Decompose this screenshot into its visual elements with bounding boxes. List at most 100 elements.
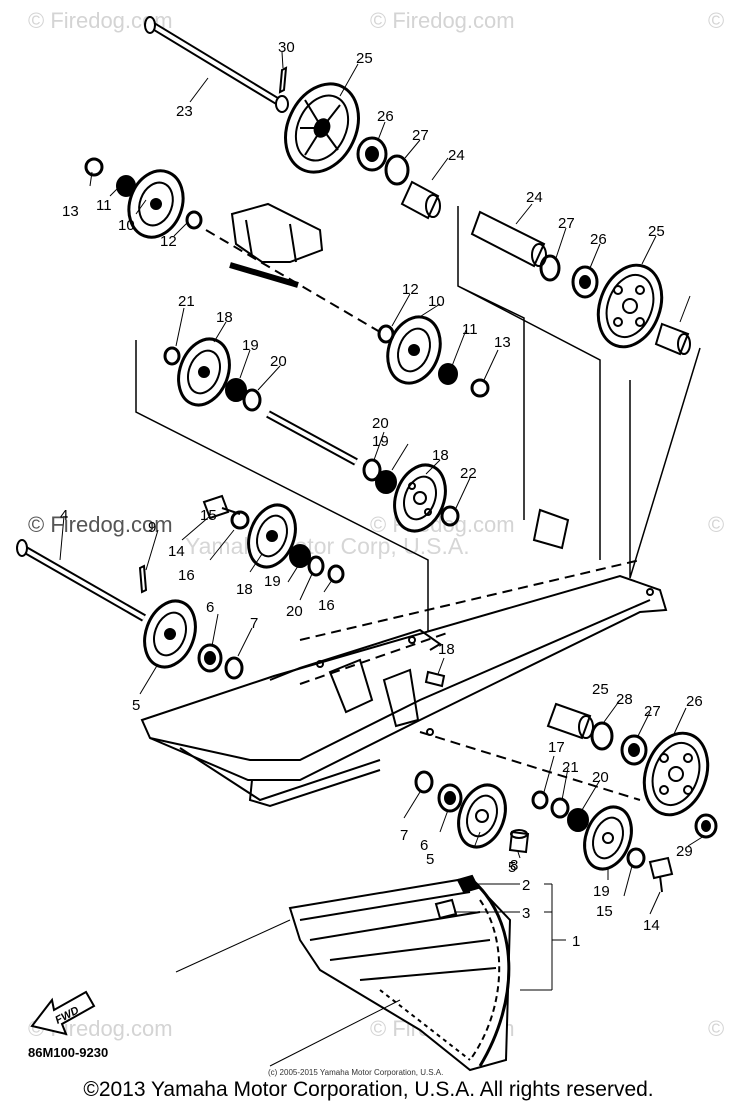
callout-5: 5 <box>508 859 516 876</box>
ring-27-top <box>384 154 410 186</box>
leader-lines <box>59 51 705 991</box>
callout-29: 29 <box>676 843 693 860</box>
washer-15-upper <box>230 510 250 530</box>
watermark: © <box>708 1016 725 1041</box>
callout-13: 13 <box>62 203 79 220</box>
callout-10: 10 <box>428 293 445 310</box>
watermark-yamaha: Yamaha Motor Corp, U.S.A. <box>185 533 470 559</box>
callout-20: 20 <box>286 603 303 620</box>
callout-1: 1 <box>572 933 580 950</box>
callout-13: 13 <box>494 334 511 351</box>
callout-12: 12 <box>160 233 177 250</box>
washer-15-lower <box>626 847 646 869</box>
slide-rail-frame <box>140 508 668 808</box>
watermark: © <box>708 8 725 33</box>
callout-26: 26 <box>590 231 607 248</box>
callout-18: 18 <box>432 447 449 464</box>
callout-11: 11 <box>462 321 478 338</box>
callout-5: 5 <box>426 851 434 868</box>
callout-17: 17 <box>548 739 565 756</box>
bearing-11-right <box>438 363 458 385</box>
shaft-22 <box>144 16 289 113</box>
bearing-26-top <box>356 136 388 172</box>
callout-25: 25 <box>648 223 665 240</box>
assembly-bracket-upper <box>457 206 701 579</box>
callout-16: 16 <box>178 567 195 584</box>
track-belt <box>175 876 512 1072</box>
bearing-19-upper <box>225 378 247 402</box>
ring-7-lower <box>414 770 434 794</box>
callout-15: 15 <box>200 507 217 524</box>
clip-3 <box>434 898 458 920</box>
nut-13-left <box>84 157 104 177</box>
watermark: © Firedog.com <box>370 8 515 33</box>
callout-7: 7 <box>400 827 408 844</box>
callout-27: 27 <box>412 127 429 144</box>
callout-8: 8 <box>510 857 518 874</box>
ring-12-left <box>185 210 203 230</box>
inner-shaft <box>266 410 358 466</box>
callout-19: 19 <box>593 883 610 900</box>
bearing-6-lower <box>437 783 463 813</box>
callout-18: 18 <box>438 641 455 658</box>
bearing-6-left <box>197 643 223 673</box>
wheel-18-upper-left <box>177 337 231 407</box>
watermark: © <box>708 512 725 537</box>
wheel-5-left <box>143 599 197 669</box>
callout-9: 9 <box>148 519 156 536</box>
wheel-10-left <box>127 169 185 239</box>
bolt-14-lower <box>648 856 674 893</box>
collar-28 <box>694 813 718 839</box>
bearing-26-lower <box>620 734 648 766</box>
callout-22: 22 <box>460 465 477 482</box>
callout-6: 6 <box>420 837 428 854</box>
callout-5: 5 <box>132 697 140 714</box>
callout-14: 14 <box>643 917 660 934</box>
callout-25: 25 <box>592 681 609 698</box>
callout-12: 12 <box>402 281 419 298</box>
collar-23 <box>470 210 547 268</box>
ring-20-lower <box>362 458 382 482</box>
callout-20: 20 <box>372 415 389 432</box>
footer-copyright: ©2013 Yamaha Motor Corporation, U.S.A. A… <box>83 1078 654 1101</box>
callout-25: 25 <box>356 50 373 67</box>
callout-6: 6 <box>206 599 214 616</box>
bearing-19-mid <box>289 544 311 568</box>
clip-2 <box>456 874 480 894</box>
wheel-25-lower <box>642 731 710 817</box>
ring-7-left <box>224 656 244 680</box>
callout-14: 14 <box>168 543 185 560</box>
callout-11: 11 <box>96 197 112 214</box>
small-copyright: (c) 2005-2015 Yamaha Motor Corporation, … <box>268 1068 444 1077</box>
nut-16-lower <box>531 790 549 810</box>
callout-3: 3 <box>522 905 530 922</box>
collar-24-lower <box>546 702 594 740</box>
callout-24: 24 <box>526 189 543 206</box>
callout-30: 30 <box>278 39 295 56</box>
watermark: © Firedog.com <box>28 512 173 537</box>
ring-27-lower <box>590 721 614 751</box>
wheel-18-mid <box>247 503 297 569</box>
collar-30 <box>654 322 691 356</box>
callout-21: 21 <box>562 759 579 776</box>
wheel-10-right <box>386 315 442 385</box>
callout-26: 26 <box>686 693 703 710</box>
collar-8 <box>508 829 530 854</box>
callout-28: 28 <box>616 691 633 708</box>
callout-10: 10 <box>118 217 135 234</box>
callout-4: 4 <box>60 507 68 524</box>
collar-24-top <box>400 180 441 220</box>
callout-27: 27 <box>558 215 575 232</box>
wheel-18-lower-right <box>583 805 633 871</box>
bracket-assembly <box>205 202 381 333</box>
callout-21: 21 <box>178 293 195 310</box>
ring-20-mid <box>307 555 325 577</box>
callout-18: 18 <box>236 581 253 598</box>
bearing-11-left <box>116 175 136 197</box>
callout-15: 15 <box>596 903 613 920</box>
callout-24: 24 <box>448 147 465 164</box>
ring-21-left <box>163 346 181 366</box>
